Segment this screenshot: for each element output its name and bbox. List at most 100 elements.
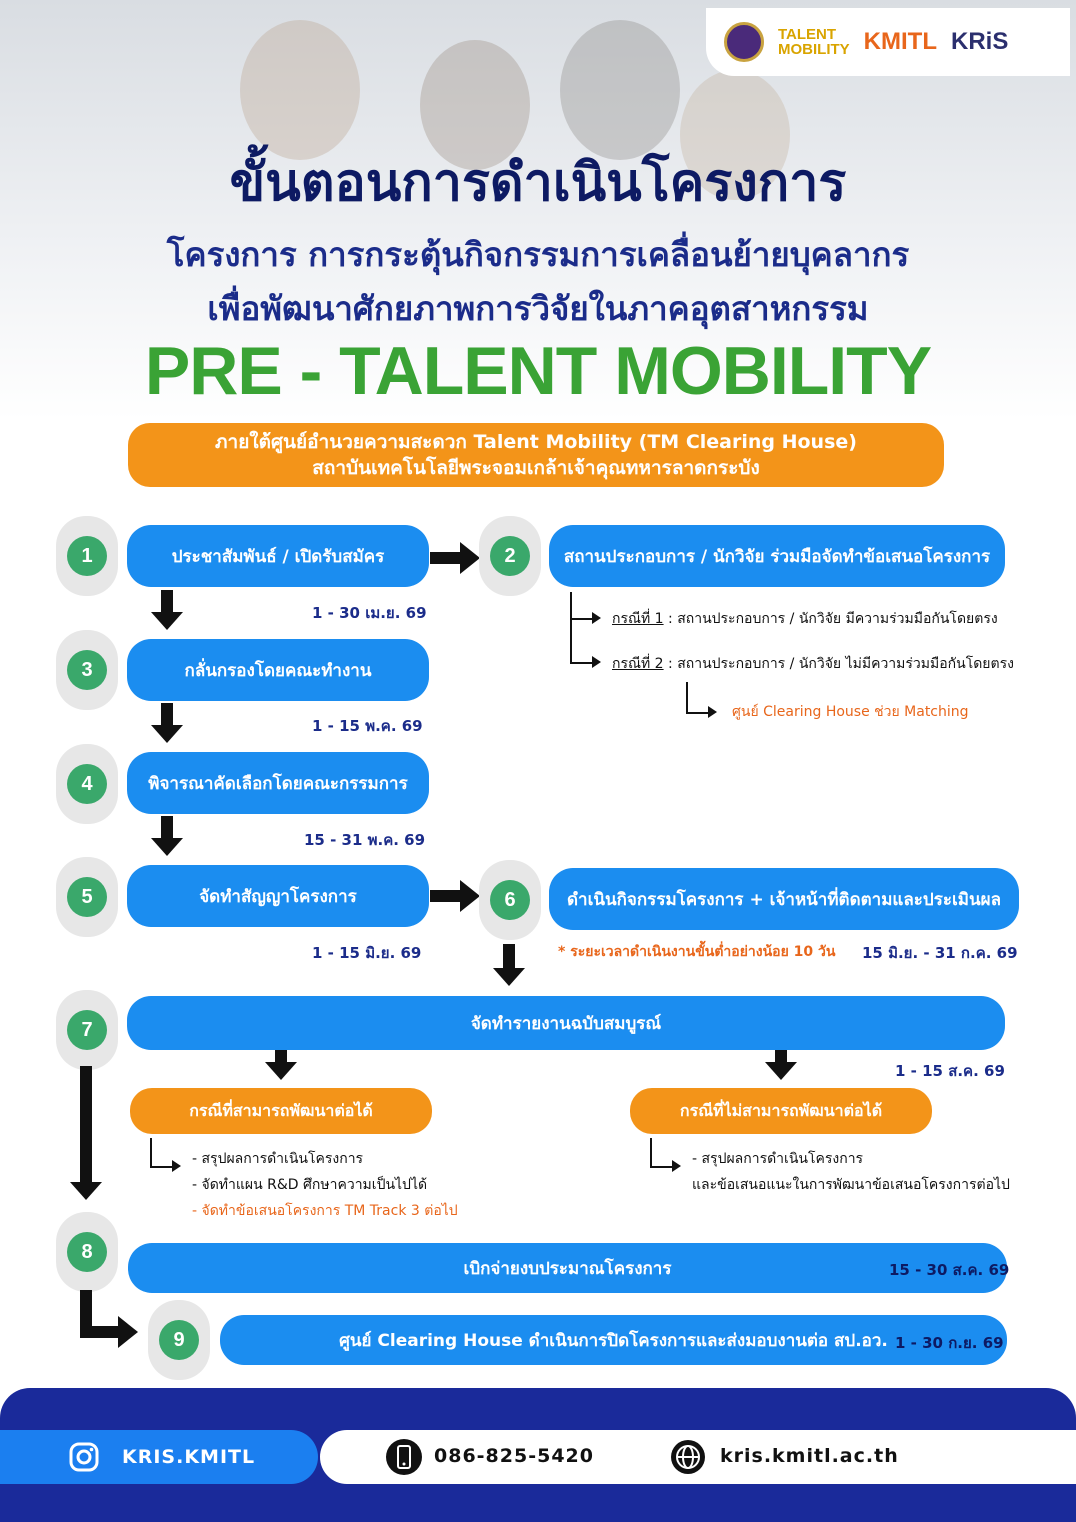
step-number: 9 bbox=[159, 1320, 199, 1360]
step-6-pill: ดำเนินกิจกรรมโครงการ + เจ้าหน้าที่ติดตาม… bbox=[549, 868, 1019, 930]
arrow-down-head bbox=[265, 1062, 297, 1080]
arrow-down bbox=[161, 703, 173, 727]
people-photo bbox=[240, 20, 360, 160]
step-number-badge: 3 bbox=[56, 630, 118, 710]
case-1-note: กรณีที่ 1 : สถานประกอบการ / นักวิจัย มีค… bbox=[612, 608, 998, 630]
step-number-badge: 4 bbox=[56, 744, 118, 824]
arrow-down bbox=[275, 1050, 287, 1064]
step-number: 6 bbox=[490, 880, 530, 920]
branch-cannot-develop: กรณีที่ไม่สามารถพัฒนาต่อได้ bbox=[630, 1088, 932, 1134]
step-2-pill: สถานประกอบการ / นักวิจัย ร่วมมือจัดทำข้อ… bbox=[549, 525, 1005, 587]
case-2-text: : สถานประกอบการ / นักวิจัย ไม่มีความร่วม… bbox=[663, 656, 1014, 672]
step-9-date: 1 - 30 ก.ย. 69 bbox=[895, 1334, 1004, 1352]
matching-note: ศูนย์ Clearing House ช่วย Matching bbox=[732, 704, 969, 720]
arrow-down-head bbox=[151, 612, 183, 630]
project-title-line2: เพื่อพัฒนาศักยภาพการวิจัยในภาคอุตสาหกรรม bbox=[207, 289, 869, 328]
step-1-pill: ประชาสัมพันธ์ / เปิดรับสมัคร bbox=[127, 525, 429, 587]
step-number: 8 bbox=[67, 1232, 107, 1272]
arrow-down-head bbox=[70, 1182, 102, 1200]
contact-bar: 086-825-5420 kris.kmitl.ac.th bbox=[320, 1430, 1076, 1484]
globe-icon bbox=[670, 1439, 706, 1475]
arrow-down bbox=[161, 816, 173, 840]
step-5-date: 1 - 15 มิ.ย. 69 bbox=[312, 944, 422, 962]
case-2-label: กรณีที่ 2 bbox=[612, 656, 664, 672]
step-8-date: 15 - 30 ส.ค. 69 bbox=[889, 1261, 1010, 1279]
program-title: PRE - TALENT MOBILITY bbox=[144, 333, 932, 409]
arrow-right bbox=[430, 552, 464, 564]
branch-connector bbox=[570, 592, 594, 620]
step-number: 4 bbox=[67, 764, 107, 804]
branch-can-item: - จัดทำข้อเสนอโครงการ TM Track 3 ต่อไป bbox=[192, 1203, 458, 1219]
step-3-date: 1 - 15 พ.ค. 69 bbox=[312, 717, 423, 735]
branch-arrow-head bbox=[592, 612, 601, 624]
university-seal-logo bbox=[724, 22, 764, 62]
arrow-right-head bbox=[460, 880, 480, 912]
step-7-date: 1 - 15 ส.ค. 69 bbox=[895, 1062, 1005, 1080]
step-number: 3 bbox=[67, 650, 107, 690]
arrow-right bbox=[430, 890, 464, 902]
step-number: 1 bbox=[67, 536, 107, 576]
banner-line1: ภายใต้ศูนย์อำนวยความสะดวก Talent Mobilit… bbox=[215, 431, 857, 453]
step-number: 7 bbox=[67, 1010, 107, 1050]
step-number-badge: 6 bbox=[479, 860, 541, 940]
branch-can-item: - สรุปผลการดำเนินโครงการ bbox=[192, 1151, 364, 1167]
branch-cannot-item: - สรุปผลการดำเนินโครงการ bbox=[692, 1151, 864, 1167]
step-number: 5 bbox=[67, 877, 107, 917]
step-number-badge: 5 bbox=[56, 857, 118, 937]
talent-mobility-logo-line2: MOBILITY bbox=[778, 41, 850, 58]
branch-connector bbox=[686, 682, 710, 714]
organizer-banner: ภายใต้ศูนย์อำนวยความสะดวก Talent Mobilit… bbox=[128, 423, 944, 487]
website-link[interactable]: kris.kmitl.ac.th bbox=[720, 1445, 899, 1467]
talent-mobility-logo-line1: TALENT bbox=[778, 26, 837, 43]
kmitl-logo: KMITL bbox=[863, 28, 937, 55]
step-6-date: 15 มิ.ย. - 31 ก.ค. 69 bbox=[862, 944, 1018, 962]
arrow-down-head bbox=[493, 968, 525, 986]
case-1-text: : สถานประกอบการ / นักวิจัย มีความร่วมมือ… bbox=[663, 611, 998, 627]
arrow-connector bbox=[80, 1290, 92, 1334]
step-number: 2 bbox=[490, 536, 530, 576]
arrow-down bbox=[161, 590, 173, 614]
step-number-badge: 7 bbox=[56, 990, 118, 1070]
branch-can-develop: กรณีที่สามารถพัฒนาต่อได้ bbox=[130, 1088, 432, 1134]
phone-icon bbox=[386, 1439, 422, 1475]
project-title-line1: โครงการ การกระตุ้นกิจกรรมการเคลื่อนย้ายบ… bbox=[166, 235, 910, 274]
arrow-right-head bbox=[460, 542, 480, 574]
arrow-right bbox=[80, 1326, 122, 1338]
instagram-icon bbox=[68, 1441, 100, 1473]
people-photo bbox=[420, 40, 530, 170]
branch-arrow-head bbox=[172, 1160, 181, 1172]
instagram-handle[interactable]: KRIS.KMITL bbox=[122, 1446, 256, 1468]
arrow-right-head bbox=[118, 1316, 138, 1348]
case-1-label: กรณีที่ 1 bbox=[612, 611, 664, 627]
people-photo bbox=[680, 70, 790, 200]
branch-connector bbox=[650, 1138, 674, 1168]
step-4-pill: พิจารณาคัดเลือกโดยคณะกรรมการ bbox=[127, 752, 429, 814]
phone-number[interactable]: 086-825-5420 bbox=[434, 1445, 594, 1467]
step-4-date: 15 - 31 พ.ค. 69 bbox=[304, 831, 426, 849]
kris-logo: KRiS bbox=[950, 28, 1009, 55]
branch-arrow-head bbox=[672, 1160, 681, 1172]
people-photo bbox=[560, 20, 680, 160]
step-6-duration-note: * ระยะเวลาดำเนินงานขั้นต่ำอย่างน้อย 10 ว… bbox=[558, 944, 836, 960]
branch-can-item: - จัดทำแผน R&D ศึกษาความเป็นไปได้ bbox=[192, 1177, 428, 1193]
step-3-pill: กลั่นกรองโดยคณะทำงาน bbox=[127, 639, 429, 701]
talent-mobility-logo: TALENT MOBILITY bbox=[778, 27, 850, 57]
step-8-pill: เบิกจ่ายงบประมาณโครงการ bbox=[128, 1243, 1007, 1293]
banner-line2: สถาบันเทคโนโลยีพระจอมเกล้าเจ้าคุณทหารลาด… bbox=[312, 457, 760, 479]
step-9-pill: ศูนย์ Clearing House ดำเนินการปิดโครงการ… bbox=[220, 1315, 1007, 1365]
step-5-pill: จัดทำสัญญาโครงการ bbox=[127, 865, 429, 927]
logo-bar: TALENT MOBILITY KMITL KRiS bbox=[706, 8, 1070, 76]
branch-arrow-head bbox=[708, 706, 717, 718]
arrow-down bbox=[775, 1050, 787, 1064]
step-number-badge: 2 bbox=[479, 516, 541, 596]
branch-cannot-item: และข้อเสนอแนะในการพัฒนาข้อเสนอโครงการต่อ… bbox=[692, 1177, 1010, 1193]
arrow-down bbox=[503, 944, 515, 970]
branch-connector bbox=[570, 618, 594, 664]
step-1-date: 1 - 30 เม.ย. 69 bbox=[312, 604, 427, 622]
branch-arrow-head bbox=[592, 656, 601, 668]
arrow-down-head bbox=[151, 838, 183, 856]
instagram-contact[interactable]: KRIS.KMITL bbox=[0, 1430, 318, 1484]
branch-connector bbox=[150, 1138, 174, 1168]
page-title: ขั้นตอนการดำเนินโครงการ bbox=[229, 153, 847, 213]
arrow-down bbox=[80, 1066, 92, 1184]
